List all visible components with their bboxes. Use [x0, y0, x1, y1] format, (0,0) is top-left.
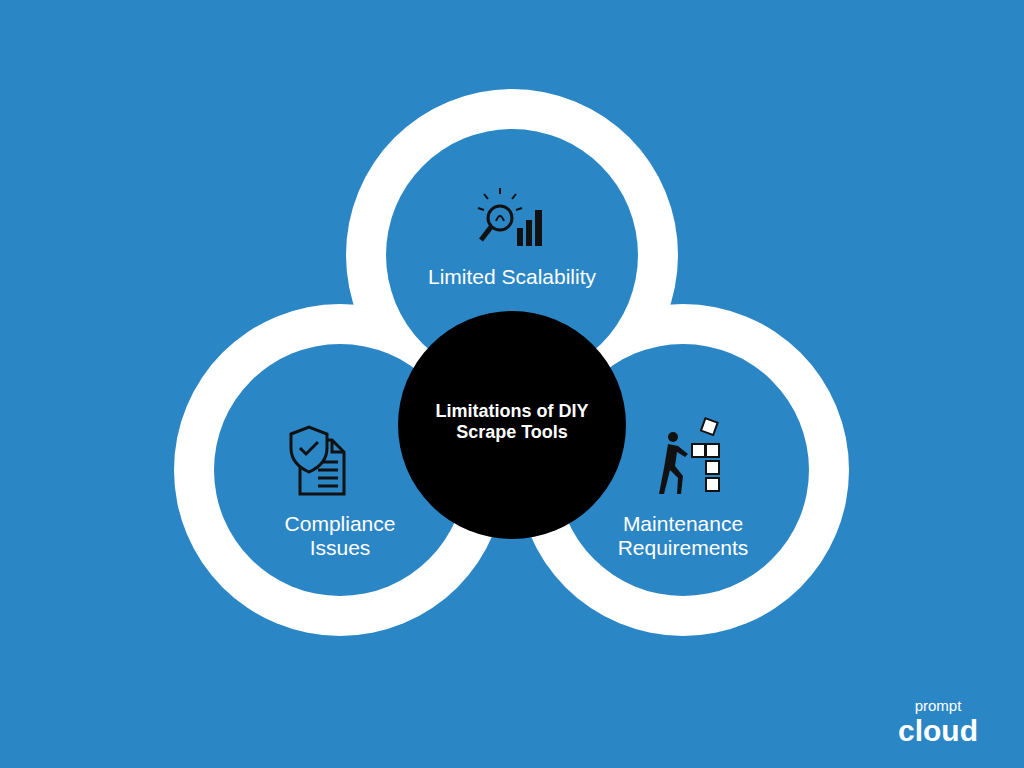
- bar-chart-icon: [517, 210, 542, 246]
- topic-label: Compliance Issues: [265, 512, 415, 560]
- topic-label: Maintenance Requirements: [598, 512, 768, 560]
- topic-label: Limited Scalability: [387, 265, 637, 289]
- hub-title: Limitations of DIY Scrape Tools: [412, 401, 612, 442]
- compliance-icon: [291, 427, 344, 494]
- circle-fill: [398, 311, 626, 539]
- maintenance-icon: [659, 418, 719, 494]
- center-circle: Limitations of DIY Scrape Tools: [398, 311, 626, 539]
- logo-large-text: cloud: [898, 716, 978, 746]
- logo-small-text: prompt: [915, 698, 962, 713]
- scalability-icon: [478, 188, 522, 240]
